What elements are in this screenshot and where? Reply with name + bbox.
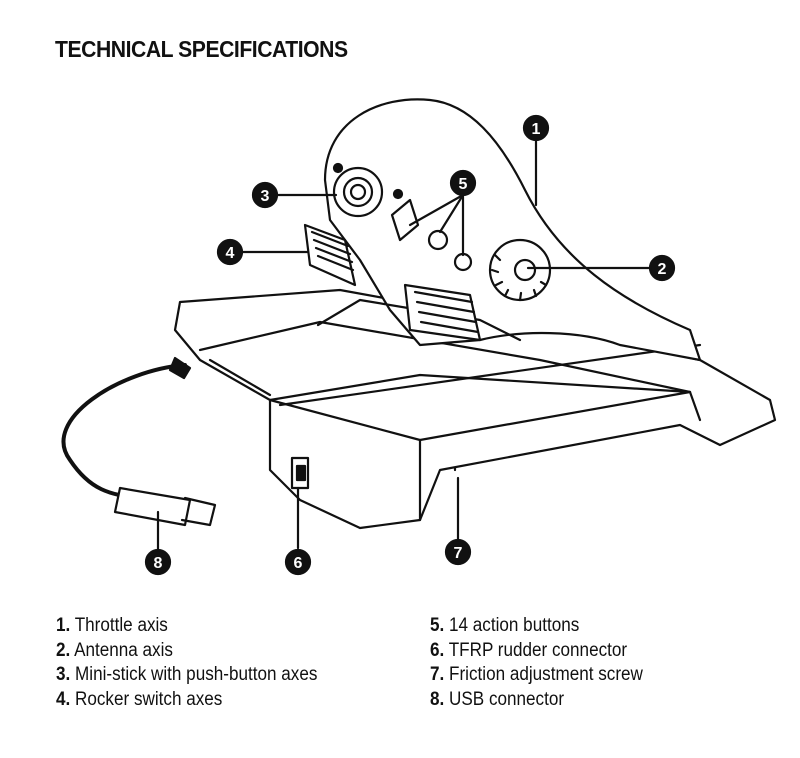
spec-item: 1. Throttle axis bbox=[56, 615, 168, 636]
svg-text:2: 2 bbox=[658, 261, 667, 278]
svg-text:4: 4 bbox=[226, 245, 235, 262]
callout-4: 4 bbox=[216, 238, 244, 266]
svg-text:8: 8 bbox=[154, 555, 163, 572]
callout-6: 6 bbox=[284, 548, 312, 576]
spec-list-right: 5. 14 action buttons 6. TFRP rudder conn… bbox=[430, 614, 643, 712]
svg-text:6: 6 bbox=[294, 555, 303, 572]
spec-item: 3. Mini-stick with push-button axes bbox=[56, 664, 318, 685]
spec-item: 5. 14 action buttons bbox=[430, 615, 580, 636]
svg-text:7: 7 bbox=[454, 545, 463, 562]
spec-item: 6. TFRP rudder connector bbox=[430, 639, 628, 661]
spec-item: 2. Antenna axis bbox=[56, 639, 173, 661]
callout-1: 1 bbox=[522, 114, 550, 142]
spec-item: 7. Friction adjustment screw bbox=[430, 664, 643, 685]
callout-3: 3 bbox=[251, 181, 279, 209]
callout-2: 2 bbox=[648, 254, 676, 282]
throttle-illustration: 1 2 3 4 5 6 7 8 bbox=[61, 98, 777, 576]
spec-item: 8. USB connector bbox=[430, 688, 565, 710]
spec-list-left: 1. Throttle axis 2. Antenna axis 3. Mini… bbox=[56, 614, 317, 712]
page-title: TECHNICAL SPECIFICATIONS bbox=[55, 36, 348, 62]
callout-7: 7 bbox=[444, 538, 472, 566]
svg-text:5: 5 bbox=[459, 176, 468, 193]
spec-item: 4. Rocker switch axes bbox=[56, 688, 223, 710]
svg-text:3: 3 bbox=[261, 188, 270, 205]
svg-text:1: 1 bbox=[532, 121, 541, 138]
callout-8: 8 bbox=[144, 548, 172, 576]
callout-5: 5 bbox=[449, 169, 477, 197]
